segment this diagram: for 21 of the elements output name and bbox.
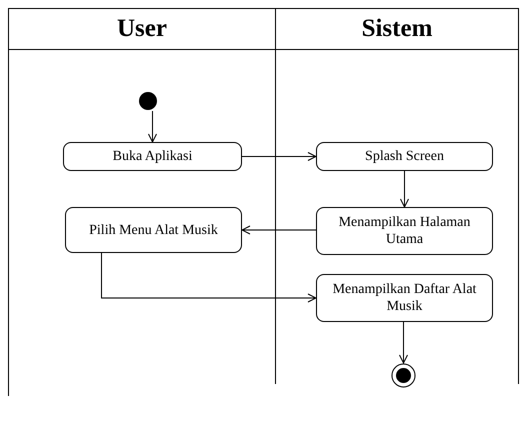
arrow (148, 110, 157, 142)
arrow (242, 226, 316, 234)
action-box (316, 274, 493, 322)
action-label: Menampilkan Daftar Alat Musik (332, 281, 478, 315)
end-node (391, 363, 416, 388)
arrow (399, 322, 408, 364)
action-label: Menampilkan Halaman Utama (338, 214, 472, 248)
action-label: Splash Screen (365, 148, 444, 165)
action-label: Buka Aplikasi (112, 148, 192, 165)
action-box (316, 207, 493, 255)
start-node (138, 91, 158, 111)
action-label: Pilih Menu Alat Musik (89, 222, 218, 238)
action-box (65, 207, 242, 253)
arrow (101, 252, 316, 302)
arrow (400, 170, 409, 208)
lane-header: User (9, 8, 275, 50)
action-box (63, 142, 242, 171)
action-box (316, 142, 493, 171)
lane-header: Sistem (276, 8, 518, 50)
swimlane (8, 8, 275, 396)
arrow (242, 152, 316, 161)
